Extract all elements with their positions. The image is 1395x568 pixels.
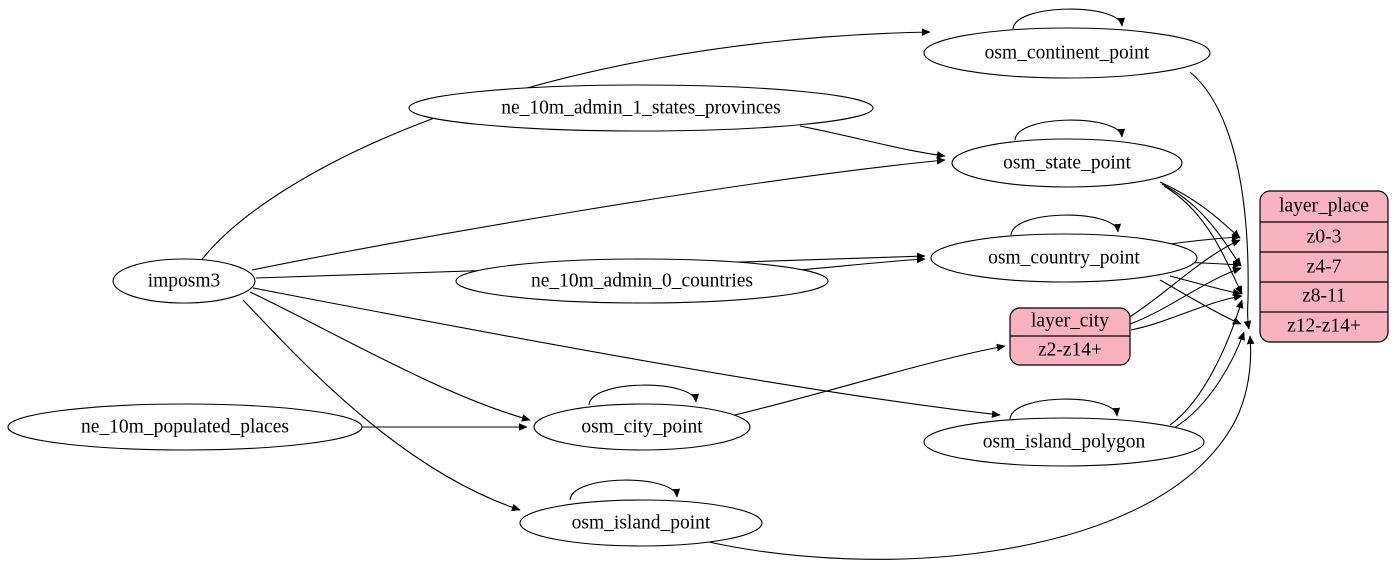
edge-imposm3-to-state	[251, 157, 946, 271]
edge-island-polygon-to-place-z8	[1169, 299, 1244, 426]
node-ne-admin0-label: ne_10m_admin_0_countries	[531, 270, 753, 291]
layer-place-row-z8-11[interactable]: z8-11	[1302, 285, 1346, 306]
layer-place-header: layer_place	[1279, 195, 1369, 216]
edge-island-polygon-to-place-z12	[1173, 331, 1245, 429]
node-ne-10m-admin-1-states-provinces[interactable]: ne_10m_admin_1_states_provinces	[408, 84, 874, 132]
edge-state-to-place-z0	[1159, 181, 1241, 239]
node-osm-island-polygon-label: osm_island_polygon	[983, 431, 1146, 452]
edge-imposm3-to-island-point	[242, 299, 521, 512]
edge-island-point-to-place-z12	[699, 335, 1255, 560]
edge-country-self-loop	[1010, 214, 1122, 236]
node-layer-city[interactable]: layer_city z2-z14+	[1009, 307, 1131, 366]
layer-place-row-z12-z14[interactable]: z12-z14+	[1287, 315, 1361, 336]
edge-layer	[199, 8, 1255, 560]
edge-continent-self-loop	[1012, 8, 1126, 30]
edge-city-layer-to-place-z8	[1130, 293, 1243, 331]
layer-city-header: layer_city	[1031, 310, 1109, 331]
edge-country-to-place-z8	[1169, 275, 1242, 297]
node-ne-10m-admin-0-countries[interactable]: ne_10m_admin_0_countries	[455, 258, 829, 304]
edge-osm-city-to-layer-city	[734, 343, 1006, 416]
edge-imposm3-to-city	[249, 291, 531, 422]
node-osm-island-point[interactable]: osm_island_point	[519, 499, 763, 547]
node-imposm3[interactable]: imposm3	[112, 258, 256, 304]
edge-country-to-place-z0	[1169, 233, 1241, 245]
node-layer-place[interactable]: layer_place z0-3 z4-7 z8-11 z12-z14+	[1259, 190, 1389, 343]
layer-place-row-z0-3[interactable]: z0-3	[1307, 226, 1342, 247]
edge-island-polygon-self-loop	[1009, 398, 1121, 420]
layer-city-row-z2[interactable]: z2-z14+	[1038, 339, 1102, 360]
edge-city-self-loop	[588, 384, 700, 406]
layer-place-row-z4-7[interactable]: z4-7	[1307, 256, 1342, 277]
node-osm-city-point[interactable]: osm_city_point	[533, 403, 751, 451]
node-osm-city-point-label: osm_city_point	[581, 416, 703, 437]
edge-continent-to-place-z12	[1189, 71, 1252, 330]
node-ne-admin1-label: ne_10m_admin_1_states_provinces	[501, 97, 780, 118]
edge-imposm3-to-continent	[199, 28, 931, 263]
node-osm-island-point-label: osm_island_point	[572, 512, 711, 533]
edge-city-layer-to-place-z4	[1129, 267, 1242, 325]
node-osm-continent-point-label: osm_continent_point	[985, 42, 1150, 63]
node-osm-island-polygon[interactable]: osm_island_polygon	[923, 417, 1205, 467]
edge-island-point-self-loop	[569, 479, 681, 501]
edge-city-layer-to-place-z0	[1127, 239, 1241, 319]
node-osm-state-point[interactable]: osm_state_point	[951, 138, 1183, 188]
edge-state-to-place-z4	[1161, 183, 1242, 267]
node-osm-country-point[interactable]: osm_country_point	[930, 233, 1198, 283]
node-osm-state-point-label: osm_state_point	[1003, 152, 1131, 173]
node-imposm3-label: imposm3	[148, 270, 221, 291]
edge-ne-admin1-to-state	[799, 125, 946, 159]
edge-state-self-loop	[1014, 119, 1126, 141]
node-osm-continent-point[interactable]: osm_continent_point	[923, 27, 1211, 79]
node-osm-country-point-label: osm_country_point	[988, 247, 1140, 268]
node-ne-10m-populated-places[interactable]: ne_10m_populated_places	[7, 403, 363, 451]
edge-ne-admin0-to-country	[799, 255, 926, 271]
node-ne-populated-label: ne_10m_populated_places	[81, 416, 289, 437]
edge-imposm3-to-island-polygon	[252, 287, 1001, 418]
